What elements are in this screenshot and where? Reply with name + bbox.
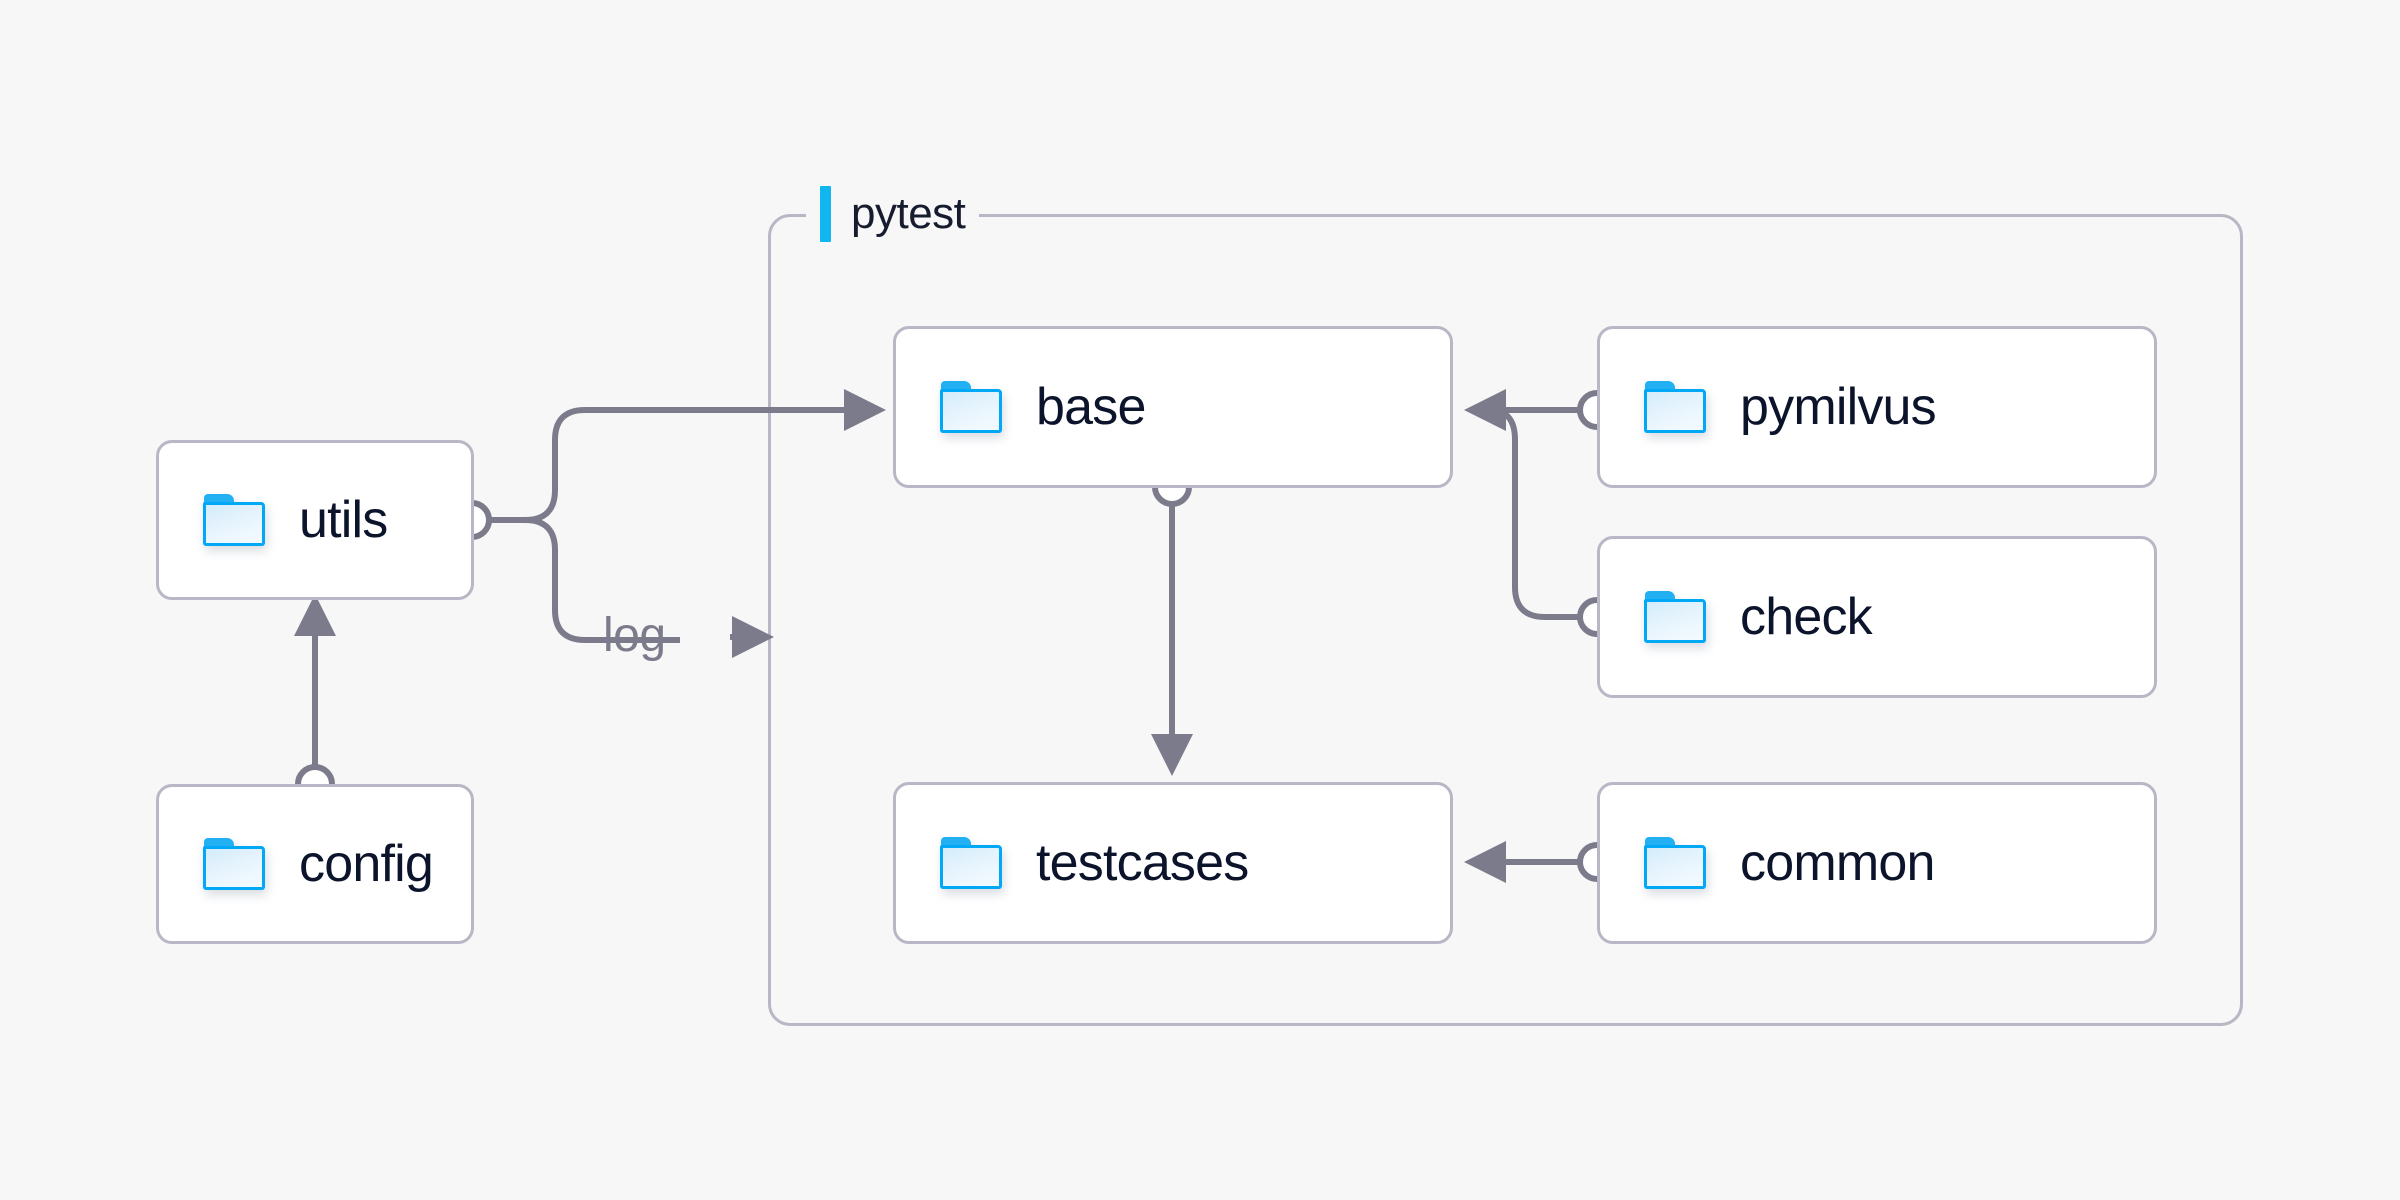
folder-icon bbox=[203, 494, 265, 546]
node-label-base: base bbox=[1036, 378, 1146, 436]
node-common[interactable]: common bbox=[1597, 782, 2157, 944]
node-pymilvus[interactable]: pymilvus bbox=[1597, 326, 2157, 488]
node-label-common: common bbox=[1740, 834, 1935, 892]
node-label-utils: utils bbox=[299, 491, 388, 549]
edge-label-log: log bbox=[603, 609, 666, 662]
node-label-testcases: testcases bbox=[1036, 834, 1249, 892]
node-testcases[interactable]: testcases bbox=[893, 782, 1453, 944]
node-label-config: config bbox=[299, 835, 434, 893]
folder-icon bbox=[940, 837, 1002, 889]
group-accent-bar bbox=[820, 186, 831, 242]
group-title: pytest bbox=[851, 189, 966, 238]
node-base[interactable]: base bbox=[893, 326, 1453, 488]
node-label-check: check bbox=[1740, 588, 1873, 646]
folder-icon bbox=[1644, 837, 1706, 889]
node-utils[interactable]: utils bbox=[156, 440, 474, 600]
folder-icon bbox=[1644, 381, 1706, 433]
folder-icon bbox=[1644, 591, 1706, 643]
node-config[interactable]: config bbox=[156, 784, 474, 944]
group-label-pytest: pytest bbox=[806, 186, 980, 242]
node-check[interactable]: check bbox=[1597, 536, 2157, 698]
folder-icon bbox=[203, 838, 265, 890]
node-label-pymilvus: pymilvus bbox=[1740, 378, 1937, 436]
folder-icon bbox=[940, 381, 1002, 433]
edge-config-to-utils bbox=[294, 594, 336, 804]
